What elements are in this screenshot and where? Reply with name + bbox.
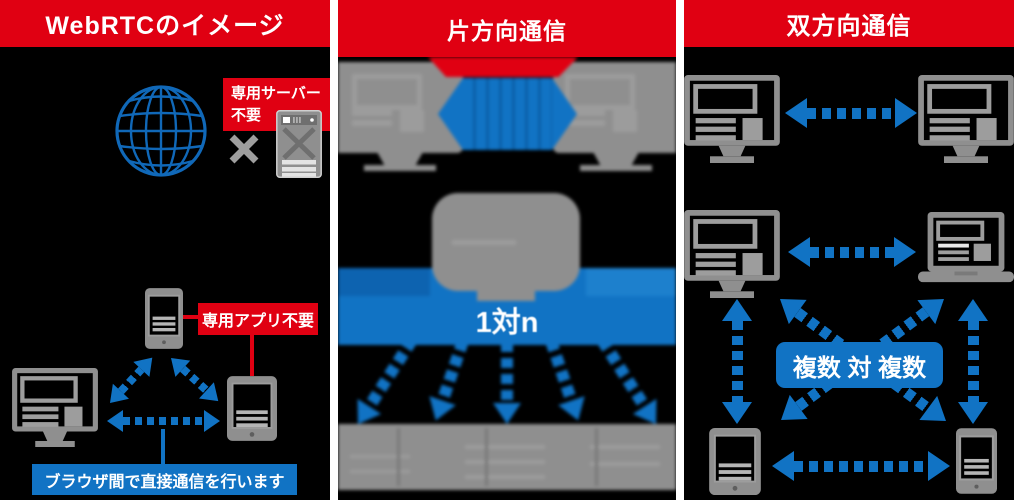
one-way-arrow <box>493 342 521 424</box>
device-row <box>338 424 676 490</box>
panel-two-way: 双方向通信 複数 対 複数 <box>684 0 1014 500</box>
no-app-label: 専用アプリ不要 <box>198 303 318 335</box>
tablet-icon <box>709 428 761 495</box>
server-icon <box>276 110 322 178</box>
source-device-stand <box>477 287 535 301</box>
globe-icon <box>115 85 207 177</box>
one-way-arrow <box>590 332 668 432</box>
source-device <box>432 193 580 291</box>
dashed-arrow-icon <box>785 98 917 128</box>
dashed-arrow-icon <box>788 237 916 267</box>
smartphone-icon <box>956 428 997 494</box>
no-server-line1: 専用サーバー <box>231 84 321 102</box>
dashed-arrow-icon <box>438 78 577 150</box>
browser-note: ブラウザ間で直接通信を行います <box>32 464 297 495</box>
no-server-label: 専用サーバー 不要 <box>223 78 330 131</box>
panel-webrtc-image: WebRTCのイメージ 専用サーバー 不要 専用アプリ不要 <box>0 0 330 500</box>
one-way-arrow <box>422 336 477 426</box>
dashed-arrow-icon <box>772 451 950 481</box>
monitor-base <box>580 165 652 171</box>
cross-icon <box>229 134 259 164</box>
no-server-line2: 不要 <box>231 106 262 124</box>
dashed-arrow-icon <box>107 410 220 432</box>
desktop-icon <box>684 75 780 163</box>
panel-title: 双方向通信 <box>684 0 1014 47</box>
laptop-icon <box>918 212 1014 285</box>
dashed-arrow-icon <box>958 299 988 424</box>
one-way-arrow <box>346 332 424 432</box>
header-dip <box>428 57 578 77</box>
dashed-arrow-icon <box>163 349 226 410</box>
monitor-stand <box>593 153 639 165</box>
panel-title: WebRTCのイメージ <box>0 0 330 47</box>
red-connector-line <box>250 335 254 376</box>
blue-connector-line <box>161 429 165 465</box>
monitor-base <box>364 165 436 171</box>
tablet-icon <box>227 376 277 441</box>
desktop-icon <box>918 75 1014 163</box>
red-connector-line <box>183 315 198 319</box>
panel-title: 片方向通信 <box>338 0 676 57</box>
panel-one-way: 片方向通信 1対n <box>338 0 676 500</box>
multi-to-multi-badge: 複数 対 複数 <box>776 342 943 388</box>
desktop-icon <box>553 62 676 153</box>
smartphone-icon <box>145 288 183 349</box>
one-to-n-label: 1対n <box>475 307 539 339</box>
monitor-stand <box>377 153 423 165</box>
one-way-arrow <box>538 336 592 426</box>
dashed-arrow-icon <box>722 299 752 424</box>
one-way-artwork <box>338 0 676 500</box>
desktop-icon <box>12 368 98 447</box>
desktop-icon <box>684 210 780 298</box>
dashed-arrow-icon <box>101 350 161 411</box>
